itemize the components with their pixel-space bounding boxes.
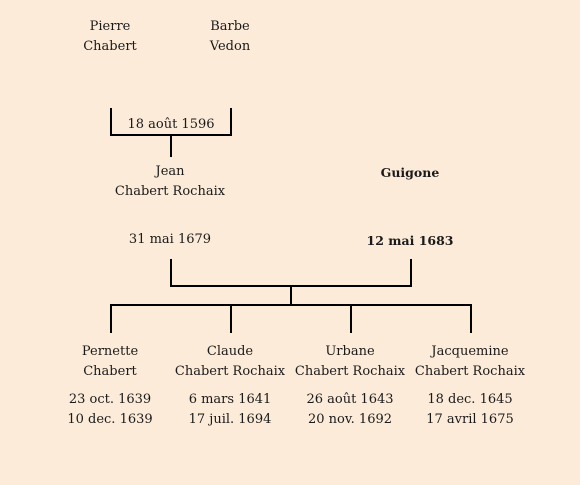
last-name: Chabert Rochaix [174,364,286,379]
death-date: 10 dec. 1639 [67,412,153,427]
death-date: 17 avril 1675 [426,412,514,427]
last-name: Chabert [83,39,137,54]
person-pierre-chabert: Pierre Chabert [40,17,180,57]
last-name: Vedon [209,39,251,54]
child-pernette-dates: 23 oct. 1639 10 dec. 1639 [40,390,180,430]
death-date: 17 juil. 1694 [188,412,272,427]
last-name: Chabert Rochaix [294,364,406,379]
person-jean-chabert-rochaix: Jean Chabert Rochaix [100,162,240,202]
birth-date: 18 dec. 1645 [427,392,513,407]
person-barbe-vedon: Barbe Vedon [160,17,300,57]
first-name: Guigone [380,165,440,180]
first-name: Jean [155,164,185,179]
person-guigone: Guigone [340,163,480,183]
child-jacquemine: Jacquemine Chabert Rochaix [400,342,540,382]
birth-date: 6 mars 1641 [188,392,272,407]
parents-marriage-bracket [170,259,412,287]
child-urbane: Urbane Chabert Rochaix [280,342,420,382]
first-name: Claude [206,344,254,359]
death-date: 20 nov. 1692 [307,412,393,427]
last-name: Chabert Rochaix [414,364,526,379]
child-pernette: Pernette Chabert [40,342,180,382]
first-name: Jacquemine [431,344,509,359]
grandparents-marriage-date: 18 août 1596 [127,117,215,132]
jean-death-date: 31 mai 1679 [128,232,212,247]
birth-date: 23 oct. 1639 [68,392,152,407]
child-claude-dates: 6 mars 1641 17 juil. 1694 [160,390,300,430]
first-name: Urbane [325,344,375,359]
guigone-death-date: 12 mai 1683 [366,233,454,248]
child-urbane-dates: 26 août 1643 20 nov. 1692 [280,390,420,430]
first-name: Barbe [210,19,250,34]
child-claude: Claude Chabert Rochaix [160,342,300,382]
last-name: Chabert [83,364,137,379]
first-name: Pernette [81,344,139,359]
first-name: Pierre [89,19,131,34]
birth-date: 26 août 1643 [306,392,394,407]
child-jacquemine-dates: 18 dec. 1645 17 avril 1675 [400,390,540,430]
last-name: Chabert Rochaix [114,184,226,199]
